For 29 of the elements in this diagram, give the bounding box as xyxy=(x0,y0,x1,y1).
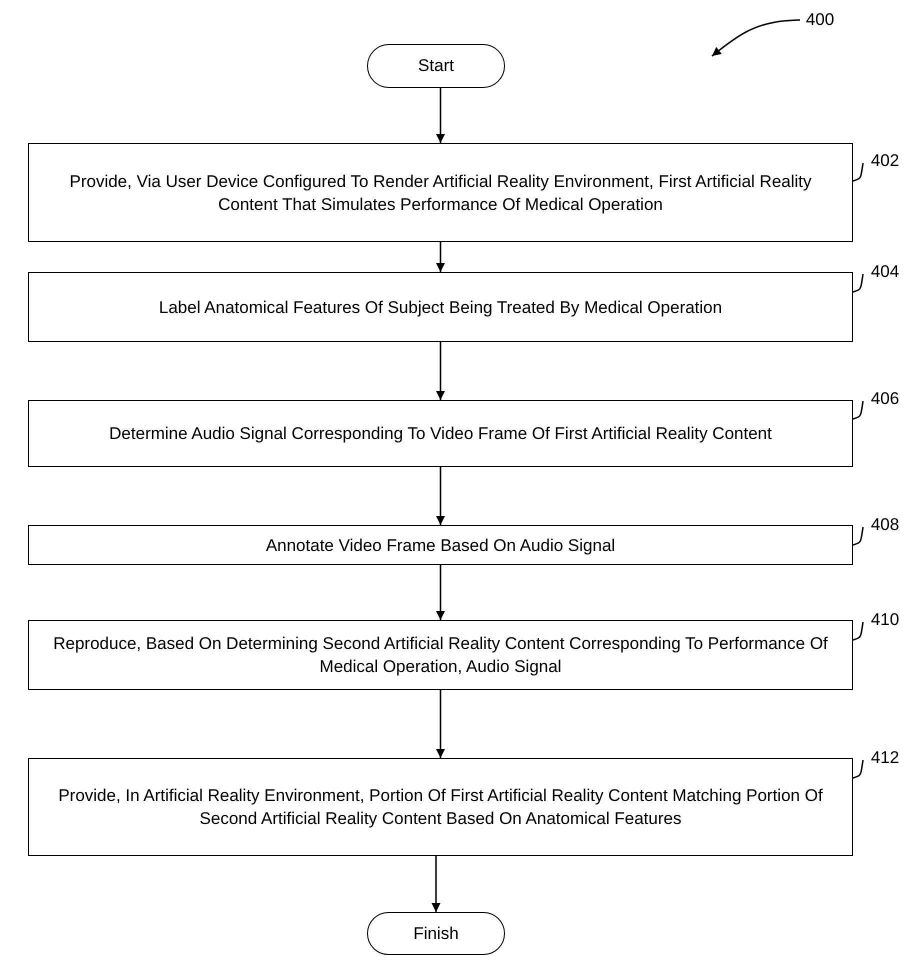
terminal-pill: Finish xyxy=(367,912,505,955)
leader-line xyxy=(852,760,864,779)
arrow xyxy=(436,242,445,272)
arrow xyxy=(436,565,445,620)
arrow xyxy=(436,690,445,758)
reference-numeral: 410 xyxy=(865,609,905,631)
leader-line xyxy=(852,526,864,546)
reference-numeral: 404 xyxy=(865,261,905,283)
process-box: Reproduce, Based On Determining Second Artificial Reality Content Corresponding To Performance Of Medical Operation, Audio Signal xyxy=(28,620,853,690)
reference-numeral: 402 xyxy=(865,150,905,172)
leader-line xyxy=(852,400,864,420)
arrow xyxy=(432,856,440,912)
reference-numeral: 400 xyxy=(800,8,840,32)
process-box: Provide, In Artificial Reality Environment, Portion Of First Artificial Reality Content Matching Portion Of Second Artificial Reality Content Based On Anatomical Features xyxy=(28,758,853,856)
reference-numeral: 412 xyxy=(865,747,905,769)
process-box: Determine Audio Signal Corresponding To Video Frame Of First Artificial Reality Content xyxy=(28,400,853,467)
process-box: Provide, Via User Device Configured To Render Artificial Reality Environment, First Artificial Reality Content That Simulates Performance Of Medical Operation xyxy=(28,143,853,242)
reference-numeral: 406 xyxy=(865,388,905,410)
arrow xyxy=(436,467,445,525)
arrow xyxy=(436,88,445,143)
arrow xyxy=(436,342,445,400)
leader-line xyxy=(852,622,864,641)
leader-line xyxy=(852,274,864,293)
terminal-pill: Start xyxy=(367,44,505,88)
reference-numeral: 408 xyxy=(865,514,905,536)
process-box: Annotate Video Frame Based On Audio Signal xyxy=(28,525,853,565)
leader-line xyxy=(712,19,800,57)
leader-line xyxy=(852,162,864,182)
process-box: Label Anatomical Features Of Subject Being Treated By Medical Operation xyxy=(28,272,853,342)
